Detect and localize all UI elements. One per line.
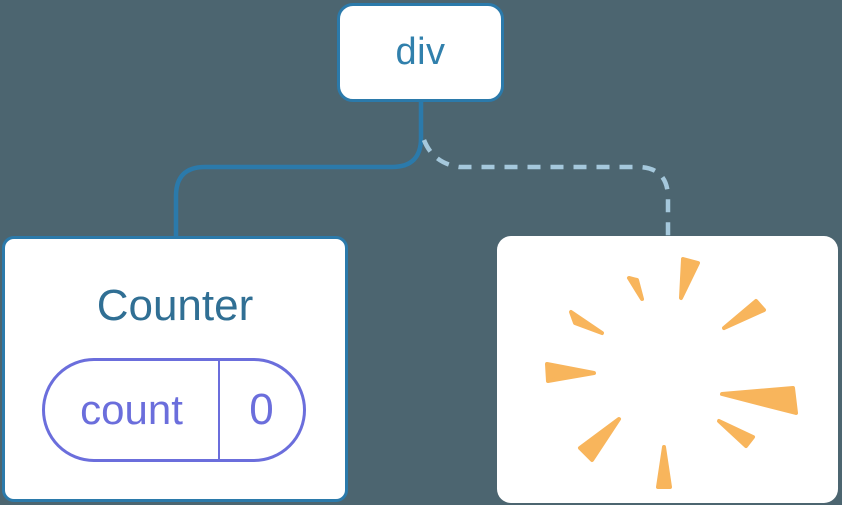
dashed-edge-div-to-destroyed [421, 139, 671, 236]
component-title: Counter [96, 281, 254, 330]
pill-divider [218, 361, 220, 459]
poof-ray [720, 386, 798, 415]
counter-component-node: Counter count 0 [2, 236, 348, 502]
state-value: 0 [249, 385, 274, 434]
solid-edge-div-to-counter [173, 98, 424, 239]
poof-ray [656, 445, 672, 489]
state-pill: count 0 [42, 358, 306, 462]
poof-ray [722, 299, 766, 330]
poof-starburst-icon [545, 257, 798, 489]
poof-ray [717, 419, 755, 448]
poof-ray [627, 276, 644, 301]
state-key-label: count [80, 386, 183, 433]
poof-ray [545, 362, 596, 383]
root-node-div: div [337, 3, 504, 102]
poof-ray [679, 257, 700, 300]
root-node-label: div [395, 31, 446, 73]
poof-ray [578, 417, 621, 462]
poof-ray [569, 310, 604, 335]
destroyed-component-node [497, 236, 838, 503]
